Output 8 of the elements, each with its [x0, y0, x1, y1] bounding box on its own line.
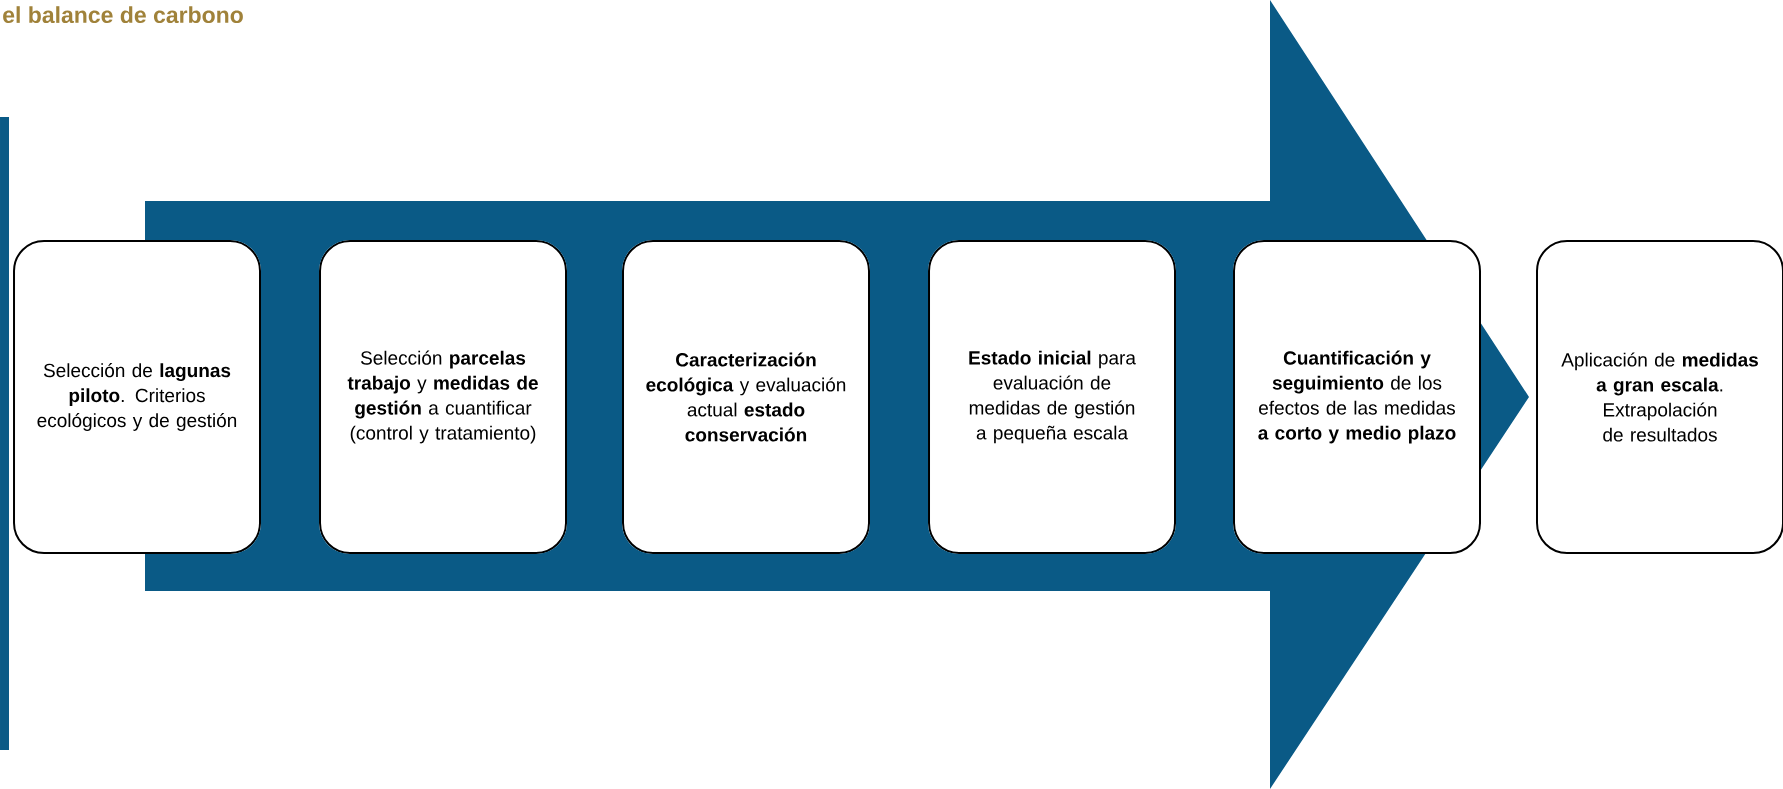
title: el balance de carbono [3, 6, 243, 24]
step-box: Estado inicial para evaluación de medidas de gestión a pequeña escala [928, 240, 1176, 554]
step-box: Aplicación de medidas a gran escala. Extrapolación de resultados [1536, 240, 1783, 554]
step-box: Caracterización ecológica y evaluación actual estado conservación [622, 240, 870, 554]
block-arrow [145, 0, 1529, 789]
step-box: Selección parcelas trabajo y medidas de gestión a cuantificar (control y tratamiento) [319, 240, 567, 554]
step-box: Selección de lagunas piloto. Criterios ecológicos y de gestión [13, 240, 261, 554]
step-box: Cuantificación y seguimiento de los efectos de las medidas a corto y medio plazo [1233, 240, 1481, 554]
